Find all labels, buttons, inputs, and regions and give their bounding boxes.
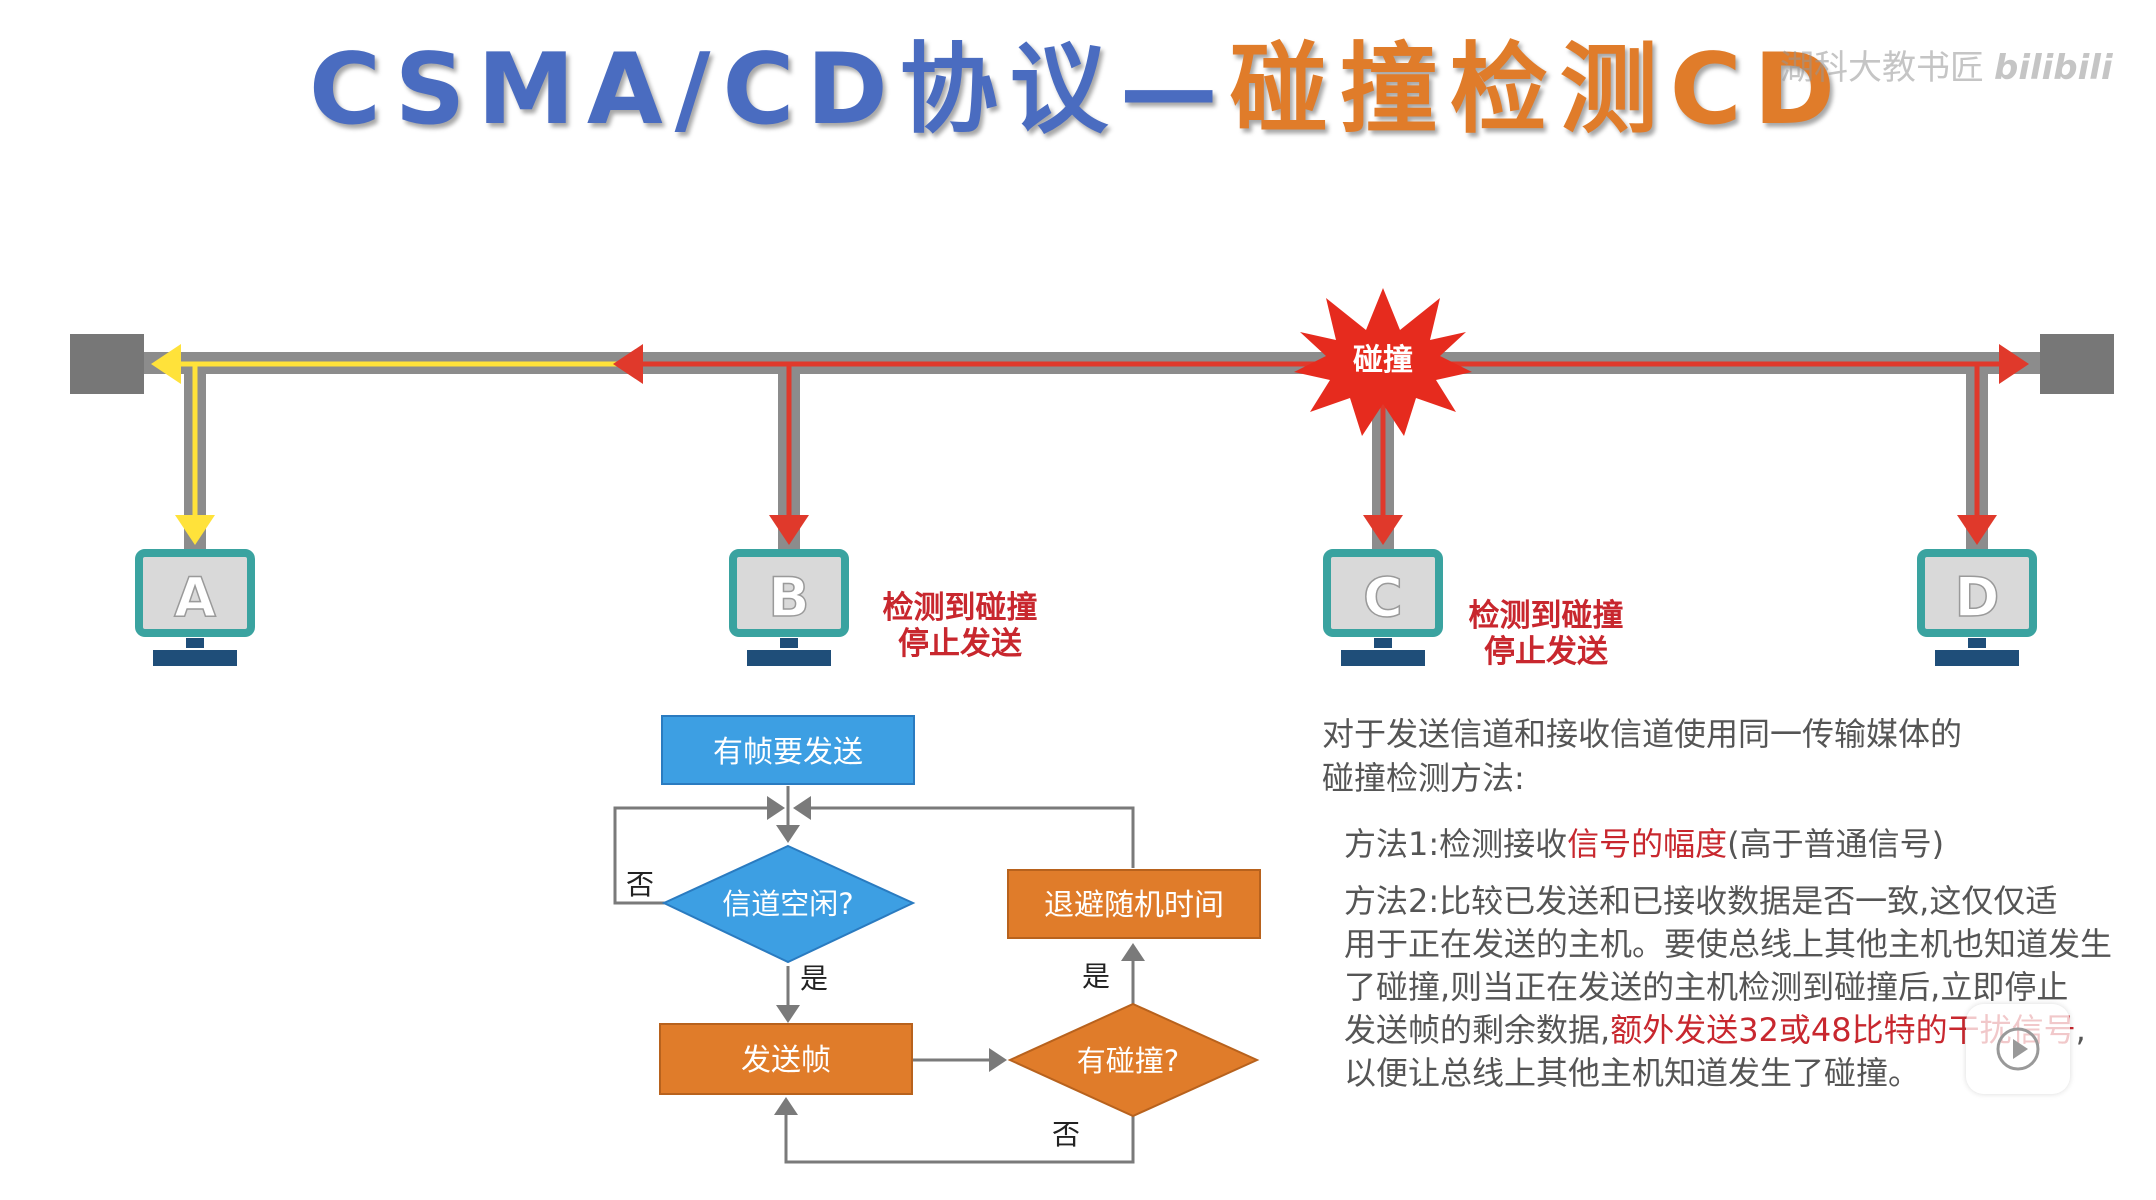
collision-label: 碰撞 <box>1353 343 1413 378</box>
method-1-highlight: 信号的幅度 <box>1567 825 1728 863</box>
collision-check-diamond <box>1007 1002 1260 1118</box>
explanation-intro: 对于发送信道和接收信道使用同一传输媒体的 碰撞检测方法: <box>1322 712 2112 800</box>
collision-check-label: 有碰撞? <box>1077 1044 1179 1078</box>
station-b-note-line1: 检测到碰撞 <box>883 590 1038 626</box>
station-a-label: A <box>174 566 216 629</box>
start-label: 有帧要发送 <box>713 735 863 770</box>
send-box <box>659 1023 913 1095</box>
station-d: D <box>1917 549 2037 666</box>
idle-no-label: 否 <box>626 868 654 901</box>
method-1: 方法1:检测接收信号的幅度(高于普通信号) <box>1322 822 2112 866</box>
monitor-c-icon <box>1323 549 1443 637</box>
collision-burst: 碰撞 <box>1294 288 1472 436</box>
station-b: B 检测到碰撞 停止发送 <box>729 549 1038 666</box>
monitor-b-neck <box>780 638 798 648</box>
backoff-label: 退避随机时间 <box>1044 888 1224 923</box>
monitor-c-stand <box>1341 650 1425 666</box>
station-d-label: D <box>1955 566 2000 629</box>
method-2-line-3: 了碰撞,则当正在发送的主机检测到碰撞后,立即停止 <box>1344 968 2069 1006</box>
monitor-d-stand <box>1935 650 2019 666</box>
station-b-label: B <box>768 566 809 629</box>
station-a: A <box>135 549 255 666</box>
intro-line-1: 对于发送信道和接收信道使用同一传输媒体的 <box>1322 715 1963 753</box>
monitor-d-icon <box>1917 549 2037 637</box>
method-2-line-4-suffix: , <box>2075 1011 2086 1049</box>
bus-terminator-left <box>70 334 144 394</box>
station-c-label: C <box>1363 566 1403 629</box>
bus-terminator-right <box>2040 334 2114 394</box>
method-2: 方法2:比较已发送和已接收数据是否一致,这仅仅适 用于正在发送的主机。要使总线上… <box>1322 880 2112 1095</box>
explanation-text: 对于发送信道和接收信道使用同一传输媒体的 碰撞检测方法: 方法1:检测接收信号的… <box>1322 712 2112 1095</box>
flowchart: 有帧要发送 信道空闲? 发送帧 有碰撞? 退避随机时间 否 是 是 否 <box>613 715 1261 1164</box>
idle-check-diamond <box>661 844 916 964</box>
idle-check-label: 信道空闲? <box>722 887 853 921</box>
monitor-a-icon <box>135 549 255 637</box>
collision-yes-label: 是 <box>1082 960 1110 993</box>
backoff-loop <box>793 796 1135 868</box>
monitor-a-neck <box>186 638 204 648</box>
play-icon <box>1996 1027 2040 1071</box>
intro-line-2: 碰撞检测方法: <box>1322 759 1525 797</box>
station-b-note-line2: 停止发送 <box>898 626 1022 662</box>
video-overlay-button[interactable] <box>1966 1004 2070 1094</box>
station-c-note-line2: 停止发送 <box>1484 634 1608 670</box>
monitor-b-icon <box>729 549 849 637</box>
page-title: CSMA/CD协议—碰撞检测CD <box>0 20 2156 160</box>
station-c: C 检测到碰撞 停止发送 <box>1323 549 1624 670</box>
idle-yes-label: 是 <box>800 962 828 995</box>
method-2-line-5: 以便让总线上其他主机知道发生了碰撞。 <box>1344 1054 1921 1092</box>
method-1-suffix: (高于普通信号) <box>1727 825 1945 863</box>
monitor-b-stand <box>747 650 831 666</box>
watermark-text: 湖科大教书匠 <box>1780 48 1984 88</box>
monitor-c-neck <box>1374 638 1392 648</box>
monitor-d-neck <box>1968 638 1986 648</box>
send-label: 发送帧 <box>741 1043 831 1078</box>
bilibili-logo-icon: bilibili <box>1994 48 2113 88</box>
method-2-line-2: 用于正在发送的主机。要使总线上其他主机也知道发生 <box>1344 925 2113 963</box>
monitor-a-stand <box>153 650 237 666</box>
method-2-line-4-prefix: 发送帧的剩余数据, <box>1344 1011 1611 1049</box>
title-part-collision-detection: 碰撞检测CD <box>1229 33 1848 147</box>
title-part-protocol: CSMA/CD协议— <box>308 33 1230 147</box>
method-2-line-1: 方法2:比较已发送和已接收数据是否一致,这仅仅适 <box>1344 882 2058 920</box>
station-c-note-line1: 检测到碰撞 <box>1469 598 1624 634</box>
backoff-box <box>1007 869 1261 939</box>
method-1-prefix: 方法1:检测接收 <box>1344 825 1568 863</box>
collision-no-loop <box>774 1097 1135 1164</box>
collision-no-label: 否 <box>1052 1118 1080 1151</box>
start-box <box>661 715 915 785</box>
idle-no-loop <box>613 796 785 905</box>
bus <box>70 334 2114 554</box>
signal-paths <box>151 344 2029 545</box>
collision-star-icon <box>1294 288 1472 436</box>
flow-connectors <box>613 786 1145 1164</box>
